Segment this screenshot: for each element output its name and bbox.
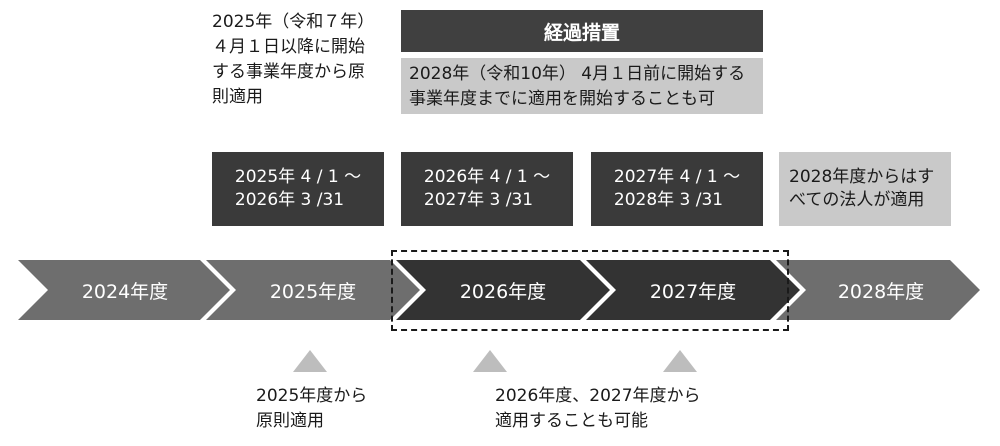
year-arrow-2027 <box>586 260 800 320</box>
year-arrow-2024 <box>18 260 230 320</box>
note-principle-2025: 2025年度から 原則適用 <box>256 386 368 431</box>
period-box-2027: 2027年 4 / 1 〜 2028年 3 /31 <box>591 152 763 226</box>
pointer-triangle-2026 <box>473 350 507 372</box>
year-arrow-2026 <box>396 260 610 320</box>
pointer-triangle-2025 <box>293 350 327 372</box>
transition-measure-header: 経過措置 <box>401 10 763 52</box>
transition-measure-body: 2028年（令和10年） 4月１日前に開始する 事業年度までに適用を開始すること… <box>401 58 763 114</box>
transition-period-highlight <box>391 250 789 331</box>
period-box-2025: 2025年 4 / 1 〜 2026年 3 /31 <box>212 152 384 226</box>
year-timeline <box>18 260 980 320</box>
pointer-triangle-2027 <box>663 350 697 372</box>
year-arrow-2025 <box>206 260 420 320</box>
year-arrow-2028 <box>776 260 980 320</box>
period-box-2028-all-corporations: 2028年度からはす べての法人が適用 <box>779 152 951 226</box>
period-box-2026: 2026年 4 / 1 〜 2027年 3 /31 <box>401 152 573 226</box>
note-optional-2026-2027: 2026年度、2027年度から 適用することも可能 <box>495 386 701 431</box>
principle-application-note: 2025年（令和７年） ４月１日以降に開始 する事業年度から原 則適用 <box>212 12 375 107</box>
